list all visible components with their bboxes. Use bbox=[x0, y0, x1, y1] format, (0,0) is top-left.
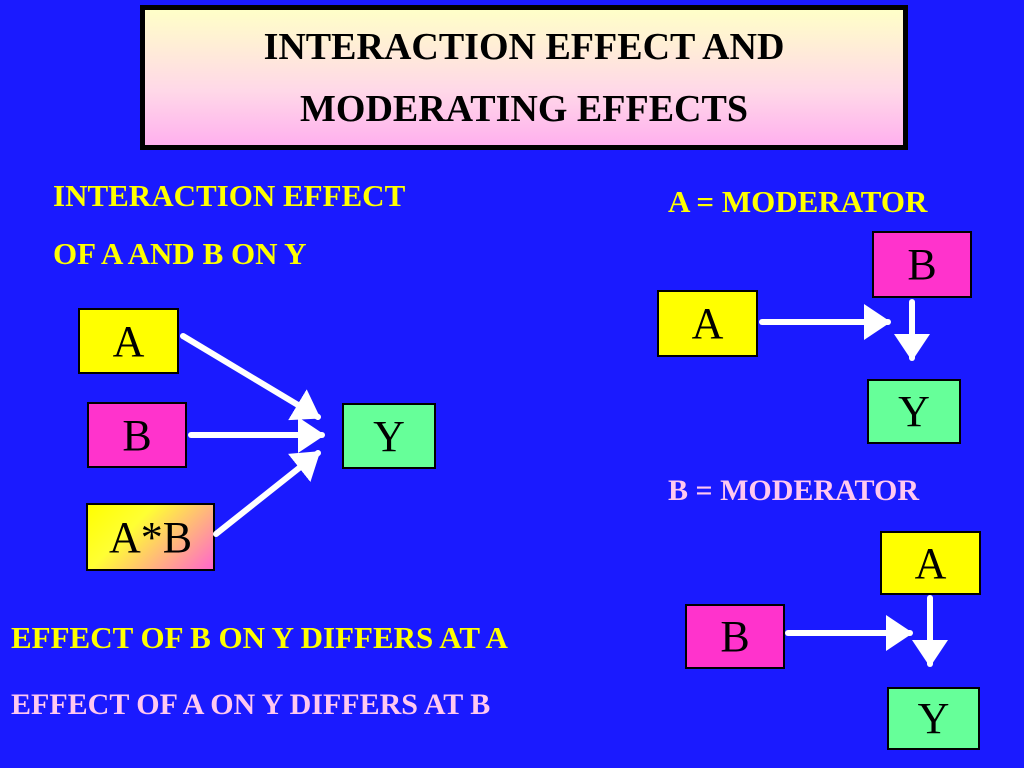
interaction-heading-line-1: INTERACTION EFFECT bbox=[53, 178, 406, 213]
arrow-ab-to-y bbox=[213, 450, 321, 537]
title-box: INTERACTION EFFECT AND MODERATING EFFECT… bbox=[140, 5, 908, 150]
title-line-2: MODERATING EFFECTS bbox=[300, 87, 748, 130]
bottom-node-b: B bbox=[685, 604, 785, 669]
node-b: B bbox=[87, 402, 187, 468]
bottom-node-y: Y bbox=[887, 687, 980, 750]
interaction-heading-line-2: OF A AND B ON Y bbox=[53, 236, 307, 271]
top-node-y: Y bbox=[867, 379, 961, 444]
arrow-a-to-y bbox=[180, 333, 321, 421]
a-moderator-label: A = MODERATOR bbox=[668, 184, 928, 219]
b-moderator-label: B = MODERATOR bbox=[668, 474, 920, 507]
top-node-b: B bbox=[872, 231, 972, 298]
node-a-times-b: A*B bbox=[86, 503, 215, 571]
statement-a-on-y: EFFECT OF A ON Y DIFFERS AT B bbox=[11, 688, 491, 721]
statement-b-on-y: EFFECT OF B ON Y DIFFERS AT A bbox=[11, 620, 508, 655]
title-line-1: INTERACTION EFFECT AND bbox=[263, 25, 785, 68]
top-node-a: A bbox=[657, 290, 758, 357]
node-a: A bbox=[78, 308, 179, 374]
bottom-node-a: A bbox=[880, 531, 981, 595]
node-y: Y bbox=[342, 403, 436, 469]
